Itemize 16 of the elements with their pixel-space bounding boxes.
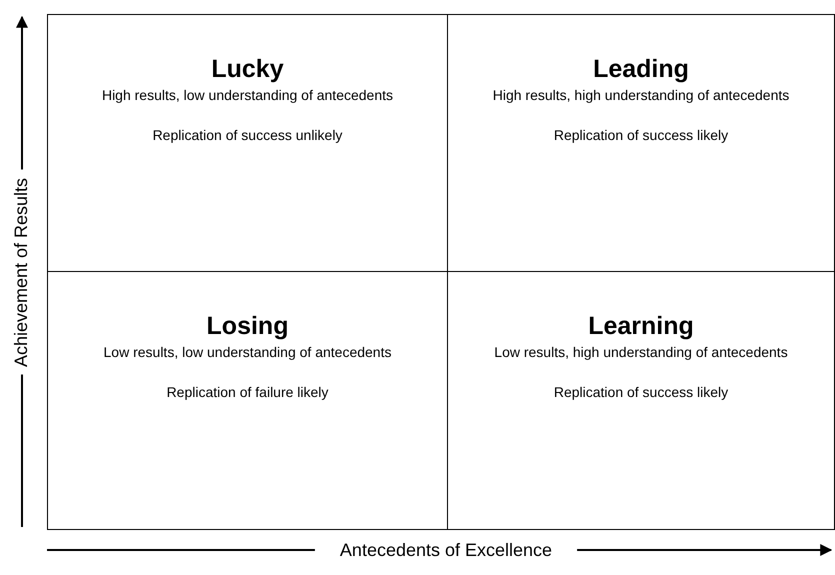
quadrant-title: Leading [593, 55, 689, 84]
quadrant-title: Lucky [211, 55, 284, 84]
quadrant-description: Replication of success likely [554, 127, 728, 143]
quadrant-description: Replication of success likely [554, 384, 728, 400]
quadrant-description: Low results, high understanding of antecedents [494, 344, 788, 360]
quadrant-box [47, 271, 448, 530]
quadrant-description: High results, high understanding of antecedents [492, 87, 790, 103]
quadrant-description: Replication of failure likely [166, 384, 328, 400]
quadrant-box [447, 271, 835, 530]
quadrant-title: Losing [206, 312, 288, 341]
quadrant-title: Learning [588, 312, 694, 341]
quadrant-description: Replication of success unlikely [152, 127, 342, 143]
quadrant-box [447, 14, 835, 272]
quadrant-description: Low results, low understanding of antecedents [104, 344, 392, 360]
quadrant-description: High results, low understanding of antecedents [102, 87, 394, 103]
quadrant-box [47, 14, 448, 272]
